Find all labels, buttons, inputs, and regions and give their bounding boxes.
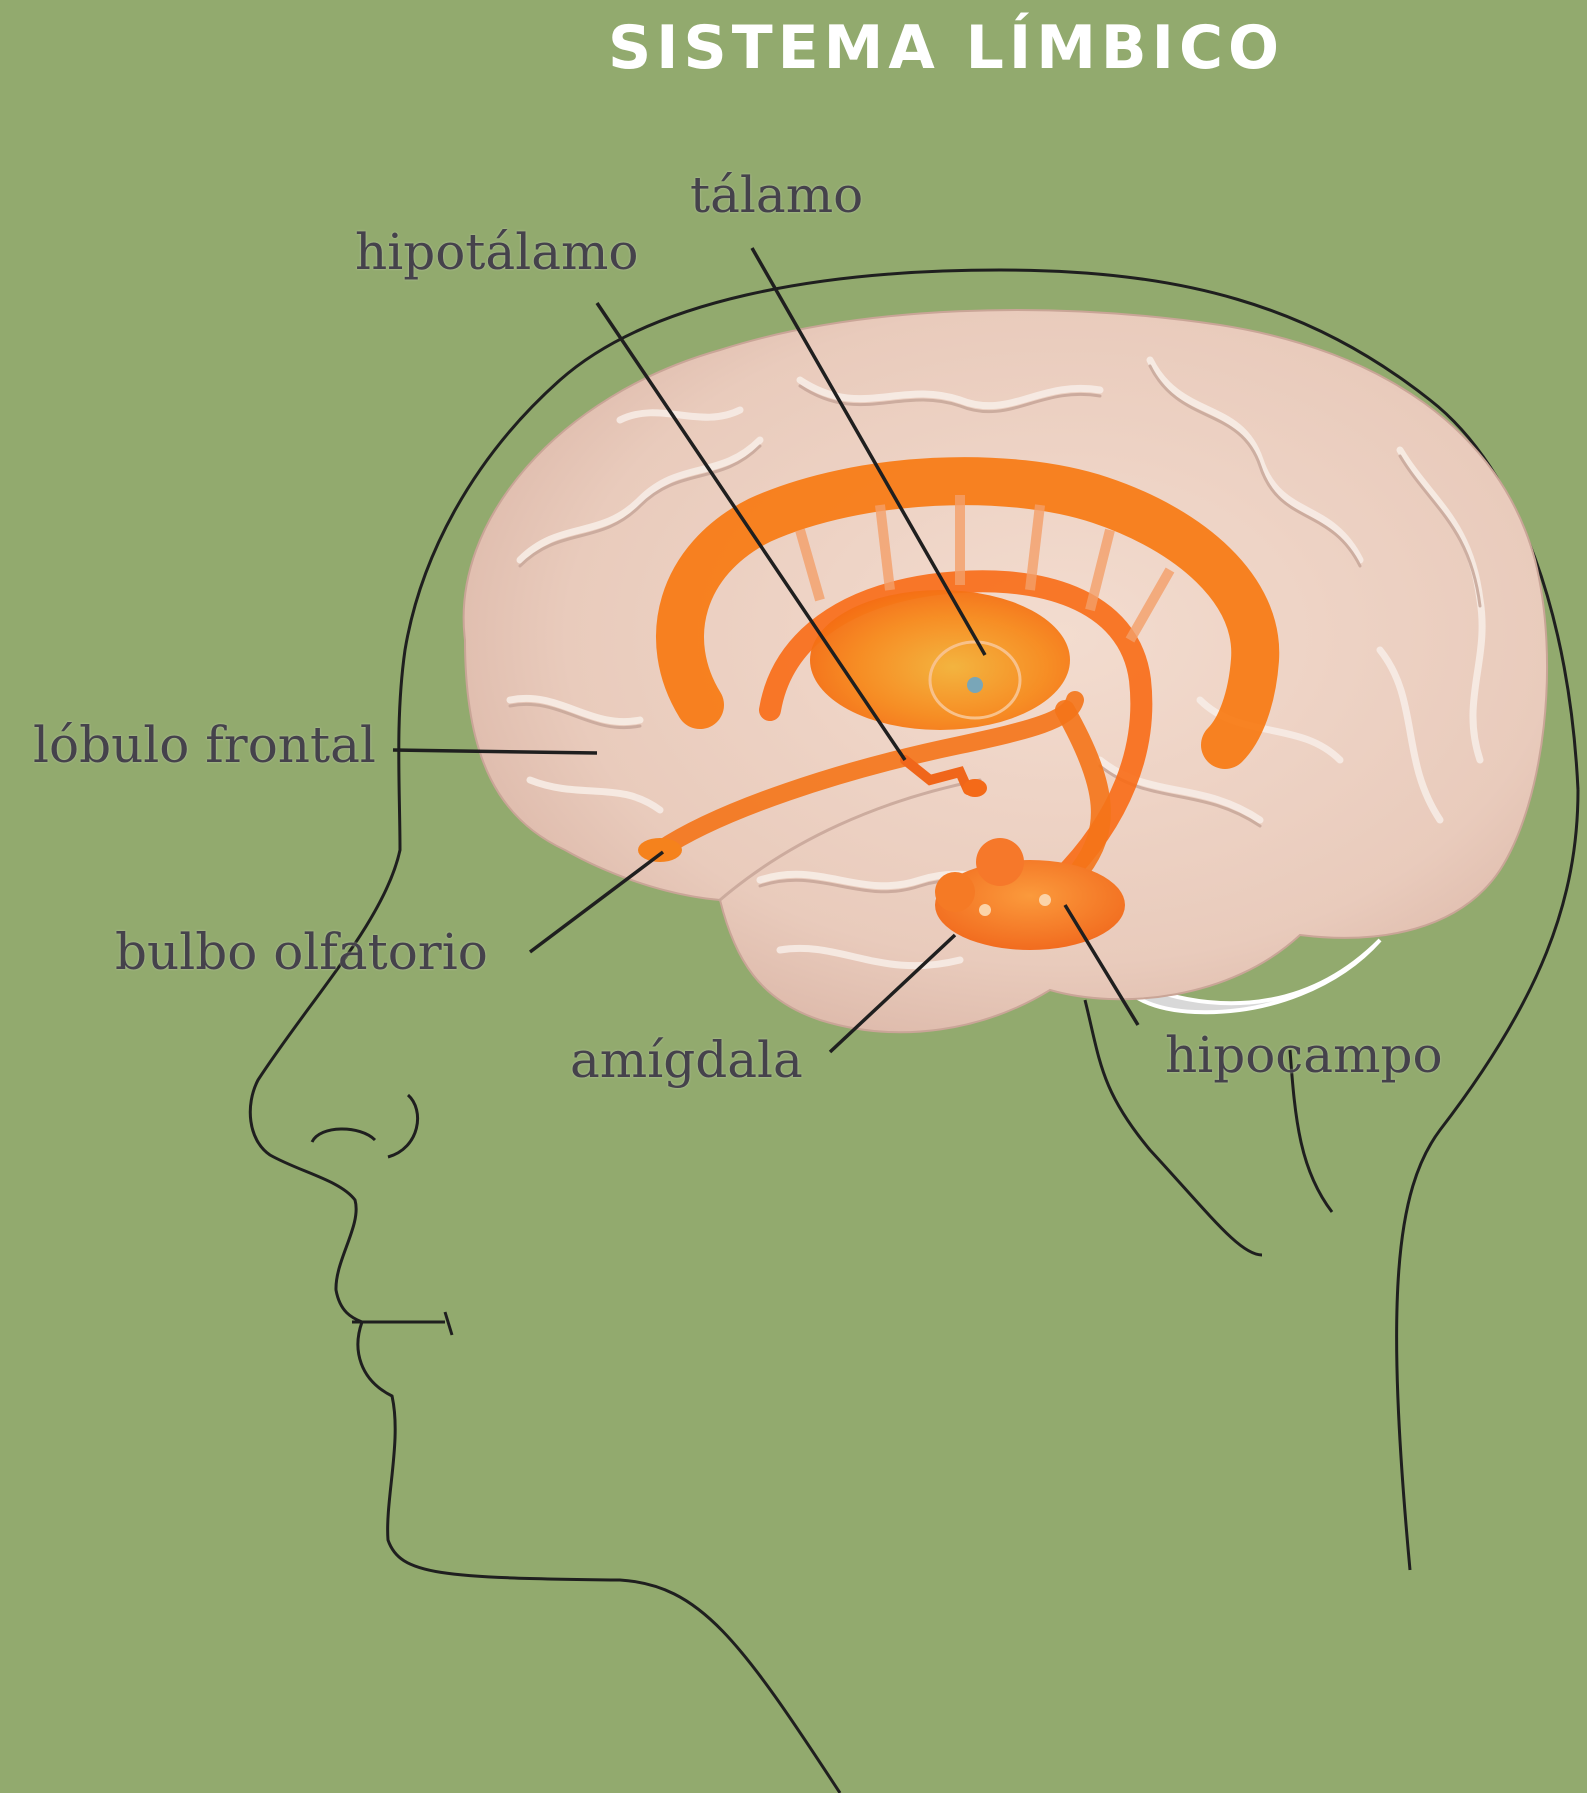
thalamus-dot: [967, 677, 983, 693]
label-hipotalamo: hipotálamo: [355, 222, 639, 282]
hippocampus-dot-1: [979, 904, 991, 916]
label-bulbo-olfatorio: bulbo olfatorio: [115, 922, 488, 982]
mammillary: [963, 779, 987, 797]
nostril-outline: [312, 1095, 418, 1157]
amygdala-2: [935, 872, 975, 912]
label-talamo: tálamo: [690, 165, 863, 225]
hippocampus-dot-2: [1039, 894, 1051, 906]
label-amigdala: amígdala: [570, 1030, 803, 1090]
olfactory-bulb: [638, 838, 682, 862]
label-lobulo-frontal: lóbulo frontal: [33, 715, 376, 775]
label-hipocampo: hipocampo: [1165, 1025, 1443, 1085]
mouth-outline: [352, 1312, 452, 1335]
amygdala: [976, 838, 1024, 886]
thalamus: [810, 590, 1070, 730]
